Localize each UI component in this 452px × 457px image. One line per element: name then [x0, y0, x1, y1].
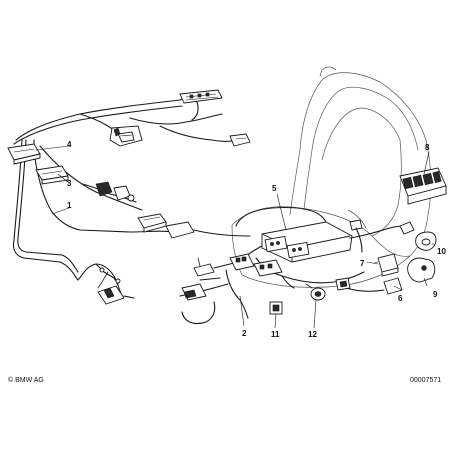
callout-3: 3	[67, 179, 72, 188]
inline-plugs	[81, 181, 137, 203]
connector-3	[35, 165, 69, 185]
remote-9	[407, 257, 436, 283]
callout-7: 7	[360, 259, 365, 268]
callout-9: 9	[433, 290, 438, 299]
callout-6: 6	[398, 294, 403, 303]
callout-12: 12	[308, 330, 317, 339]
callout-2: 2	[242, 329, 247, 338]
callout-labels: 4 3 1 5 2 8 7 6 10 9 11 12	[67, 140, 446, 339]
lower-left-connectors	[97, 267, 135, 305]
cover-10	[415, 231, 437, 251]
diagram-number: 00007571	[410, 377, 441, 384]
callout-1: 1	[67, 201, 72, 210]
switch-panel-8	[399, 167, 447, 205]
main-harness	[12, 139, 175, 297]
callout-11: 11	[271, 330, 280, 339]
control-module-4	[7, 143, 41, 165]
harness-connector-cluster	[109, 125, 143, 147]
small-connectors-right	[349, 219, 415, 253]
top-connector	[179, 89, 223, 104]
switch-7	[373, 253, 399, 277]
seat-control-unit-5	[235, 206, 409, 263]
callout-5: 5	[272, 184, 277, 193]
plug-6	[335, 277, 403, 295]
grommet-12	[305, 283, 326, 301]
harness-2-connectors	[181, 253, 283, 301]
clip-11	[269, 301, 283, 315]
callout-4: 4	[67, 140, 72, 149]
callout-10: 10	[437, 247, 446, 256]
upper-harness	[13, 97, 239, 145]
leader-lines	[35, 145, 434, 329]
upper-right-plug	[229, 133, 251, 147]
footer: © BMW AG 00007571	[8, 376, 441, 384]
callout-8: 8	[425, 143, 430, 152]
copyright-text: © BMW AG	[8, 376, 44, 384]
mid-harness-connectors	[137, 213, 251, 239]
